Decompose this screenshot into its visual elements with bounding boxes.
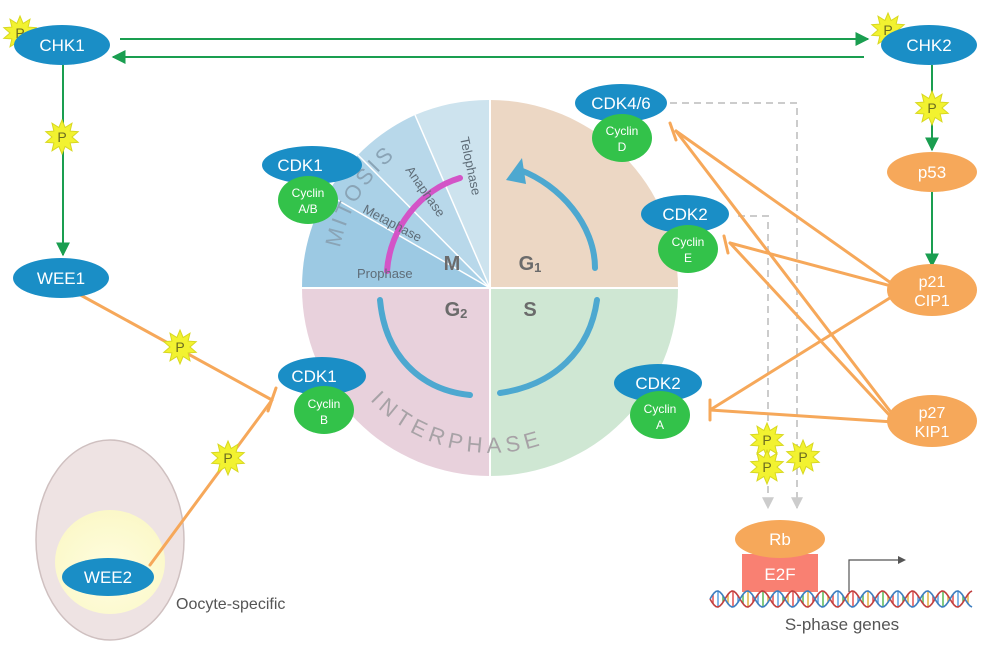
- cdk1-mid-label: CDK1: [291, 367, 336, 386]
- cdk2-a-node: [614, 364, 702, 402]
- g1-sector: [490, 100, 678, 288]
- e2f-label: E2F: [764, 565, 795, 584]
- phospho-label: P: [798, 449, 807, 465]
- wee1-node: [13, 258, 109, 298]
- phospho-label: P: [223, 450, 232, 466]
- rb-label: Rb: [769, 530, 791, 549]
- cyclin-a-node: [630, 391, 690, 439]
- p53-node: [887, 152, 977, 192]
- phospho-star: [44, 118, 80, 156]
- e2f-box: [742, 554, 818, 592]
- rb-node: [735, 520, 825, 558]
- cdk2-e-label: CDK2: [662, 205, 707, 224]
- phospho-label: P: [15, 25, 24, 41]
- dna-helix: [709, 590, 973, 608]
- chk2-label: CHK2: [906, 36, 951, 55]
- phospho-star: [914, 89, 950, 127]
- sphase-caption: S-phase genes: [785, 615, 899, 634]
- cip1-label: CIP1: [914, 293, 950, 310]
- green-arrows: [56, 32, 939, 268]
- phase-m-label: M: [444, 253, 461, 275]
- kip1-label: KIP1: [915, 424, 950, 441]
- phospho-label: P: [927, 100, 936, 116]
- mitosis-arc: [384, 175, 463, 274]
- cdk46-label: CDK4/6: [591, 94, 651, 113]
- phospho-label: P: [762, 459, 771, 475]
- cdk2-e-node: [641, 195, 729, 233]
- cyclin-b-label-2: B: [320, 413, 328, 427]
- dna-strand: [709, 590, 973, 608]
- cycle-arrow-s: [497, 297, 600, 396]
- prophase-label: Prophase: [357, 266, 413, 281]
- oocyte: Oocyte-specific: [35, 439, 285, 641]
- phase-s-label: S: [523, 299, 536, 321]
- chk2-node: [881, 25, 977, 65]
- telophase-sector: [415, 99, 490, 289]
- phospho-label: P: [762, 432, 771, 448]
- p21-node: [887, 264, 977, 316]
- cdk2-a-label: CDK2: [635, 374, 680, 393]
- orange-inhibitions: [73, 121, 895, 567]
- cdk46-node: [575, 84, 667, 122]
- protein-nodes: CHK1 CHK2 WEE1 WEE2 p53 p21 CIP1 p27 KIP…: [13, 25, 977, 596]
- cyclin-a-label-2: A: [656, 418, 664, 432]
- cyclin-ab-node: [278, 176, 338, 224]
- phospho-star: [749, 448, 785, 486]
- promoter-arrow: [848, 556, 906, 592]
- wee1-label: WEE1: [37, 269, 85, 288]
- wee2-node: [62, 558, 154, 596]
- phospho-star: [210, 439, 246, 477]
- cyclin-e-node: [658, 225, 718, 273]
- phase-g1-label: G1: [519, 253, 542, 275]
- phospho-label: P: [883, 22, 892, 38]
- phase-g2-label: G2: [445, 299, 468, 321]
- p27-node: [887, 395, 977, 447]
- cycle-arrow-g2: [377, 297, 473, 398]
- cyclin-b-label-1: Cyclin: [308, 397, 341, 411]
- phospho-label: P: [57, 129, 66, 145]
- p27-label: p27: [919, 405, 946, 422]
- oocyte-caption: Oocyte-specific: [176, 596, 285, 613]
- chk1-node: [14, 25, 110, 65]
- phospho-star: [162, 328, 198, 366]
- cyclin-d-label-2: D: [618, 140, 627, 154]
- cycle-arrow-g1: [517, 167, 598, 271]
- metaphase-sector: [327, 155, 490, 288]
- dashed-arrows: [670, 102, 803, 510]
- cyclin-a-label-1: Cyclin: [644, 402, 677, 416]
- cyclin-ab-label-2: A/B: [298, 202, 317, 216]
- cdk1-top-label: CDK1: [277, 156, 322, 175]
- cyclin-d-node: [592, 114, 652, 162]
- s-sector: [490, 288, 678, 476]
- cyclin-ab-label-1: Cyclin: [292, 186, 325, 200]
- cell-cycle-wheel: M G1 G2 S Prophase Metaphase Anaphase Te…: [301, 99, 678, 476]
- cyclin-b-node: [294, 386, 354, 434]
- dna-strand: [709, 590, 973, 608]
- g2-sector: [302, 288, 490, 476]
- p53-label: p53: [918, 163, 946, 182]
- chk1-label: CHK1: [39, 36, 84, 55]
- phospho-star: [785, 438, 821, 476]
- cdk1-mid-node: [278, 357, 366, 395]
- phospho-label: P: [175, 339, 184, 355]
- cyclin-e-label-1: Cyclin: [672, 235, 705, 249]
- wee2-label: WEE2: [84, 568, 132, 587]
- cyclin-d-label-1: Cyclin: [606, 124, 639, 138]
- cyclin-e-label-2: E: [684, 251, 692, 265]
- p21-label: p21: [919, 274, 946, 291]
- cdk1-top-node: [262, 146, 362, 184]
